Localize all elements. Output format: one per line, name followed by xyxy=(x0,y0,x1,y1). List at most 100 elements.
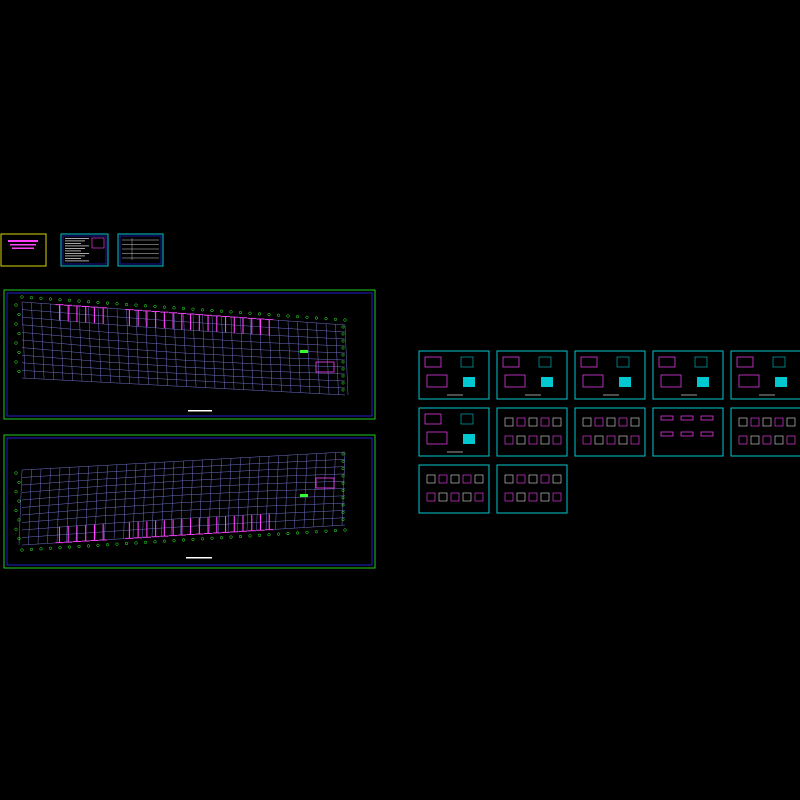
detail-sheet[interactable] xyxy=(418,350,490,400)
detail-sheet-frame xyxy=(730,407,800,457)
detail-node-sketch xyxy=(774,417,784,427)
plan-lower-outer-frame xyxy=(3,434,376,569)
detail-sheet[interactable] xyxy=(496,464,568,514)
plan-axis-line xyxy=(94,465,99,541)
detail-node-sketch xyxy=(594,417,604,427)
plan-axis-line xyxy=(335,324,339,395)
axis-bubble xyxy=(343,318,347,322)
notes-text-line xyxy=(65,243,81,244)
detail-sheet-frame xyxy=(418,464,490,514)
plan-grid-line xyxy=(21,517,346,538)
detail-sheet[interactable] xyxy=(418,464,490,514)
axis-bubble xyxy=(29,547,34,551)
axis-bubble xyxy=(238,534,243,539)
cover-sheet-frame xyxy=(0,233,47,267)
axis-bubble xyxy=(14,322,18,326)
axis-bubble xyxy=(77,544,81,549)
plan-axis-line xyxy=(126,309,130,384)
plan-axis-line xyxy=(218,458,222,533)
axis-bubble xyxy=(124,302,129,306)
axis-bubble xyxy=(341,481,345,485)
detail-sketch xyxy=(582,374,604,388)
detail-sheet[interactable] xyxy=(418,407,490,457)
detail-sheet-frame xyxy=(574,407,646,457)
detail-sketch xyxy=(460,356,474,368)
detail-node-sketch xyxy=(426,474,436,484)
detail-node-sketch xyxy=(606,435,616,445)
plan-sheet-lower[interactable] xyxy=(3,434,376,569)
axis-bubble xyxy=(314,316,319,320)
notes-sheet-inner-frame xyxy=(62,235,107,265)
index-sheet-inner-frame xyxy=(119,235,162,265)
notes-text-line xyxy=(65,240,85,242)
detail-sheet[interactable] xyxy=(496,350,568,400)
detail-sheet-frame xyxy=(652,407,724,457)
core-outline xyxy=(315,477,335,489)
detail-table xyxy=(463,434,475,444)
detail-sheet[interactable] xyxy=(496,407,568,457)
plan-axis-line xyxy=(303,454,308,528)
detail-sheet[interactable] xyxy=(652,407,724,457)
plan-axis-line xyxy=(246,457,251,531)
detail-sheet[interactable] xyxy=(574,350,646,400)
axis-bubble xyxy=(20,548,24,552)
axis-bubble xyxy=(341,489,345,492)
axis-bubble xyxy=(341,388,345,392)
axis-bubble xyxy=(267,533,271,537)
plan-axis-line xyxy=(192,314,197,388)
axis-bubble xyxy=(96,300,100,304)
plan-grid-line xyxy=(21,473,346,493)
detail-sheet[interactable] xyxy=(574,407,646,457)
detail-node-sketch xyxy=(516,417,526,427)
axis-bubble xyxy=(162,305,167,309)
detail-node-sketch xyxy=(552,474,562,484)
plan-upper-outer-frame xyxy=(3,289,376,420)
plan-axis-line xyxy=(344,324,349,396)
axis-bubble xyxy=(17,369,21,374)
plan-grid-line xyxy=(21,502,346,523)
detail-node-sketch xyxy=(438,474,448,484)
axis-bubble xyxy=(341,474,345,478)
plan-axis-line xyxy=(256,456,260,531)
plan-axis-line xyxy=(40,303,45,380)
axis-bubble xyxy=(191,537,195,541)
cover-sheet[interactable] xyxy=(0,233,47,267)
axis-bubble xyxy=(341,360,345,364)
detail-sheet[interactable] xyxy=(652,350,724,400)
axis-bubble xyxy=(134,303,138,307)
axis-bubble xyxy=(341,381,345,385)
detail-sketch xyxy=(502,356,520,368)
core-tag xyxy=(300,494,308,497)
detail-node-sketch xyxy=(786,435,796,445)
axis-bubble xyxy=(67,545,72,549)
detail-sheet-frame xyxy=(418,407,490,457)
axis-bubble xyxy=(172,306,176,310)
detail-node-sketch xyxy=(504,474,514,484)
axis-bubble xyxy=(286,531,290,536)
axis-bubble xyxy=(276,313,281,317)
axis-bubble xyxy=(341,467,345,471)
detail-sheet[interactable] xyxy=(730,407,800,457)
axis-bubble xyxy=(181,538,186,542)
axis-bubble xyxy=(17,350,21,355)
plan-axis-line xyxy=(56,467,61,543)
plan-axis-line xyxy=(249,318,254,391)
axis-bubble xyxy=(314,530,319,534)
notes-sheet[interactable] xyxy=(60,233,109,267)
axis-bubble xyxy=(341,503,345,507)
detail-node-sketch xyxy=(582,435,592,445)
plan-axis-line xyxy=(97,307,102,383)
plan-axis-line xyxy=(341,451,346,526)
detail-table xyxy=(775,377,787,387)
plan-sheet-upper[interactable] xyxy=(3,289,376,420)
axis-bubble xyxy=(248,311,252,315)
axis-bubble xyxy=(14,341,18,345)
index-sheet[interactable] xyxy=(117,233,164,267)
axis-bubble xyxy=(14,508,18,513)
axis-bubble xyxy=(134,541,138,545)
axis-bubble xyxy=(276,532,281,536)
detail-sheet[interactable] xyxy=(730,350,800,400)
plan-axis-line xyxy=(66,467,70,543)
axis-bubble xyxy=(77,299,81,303)
